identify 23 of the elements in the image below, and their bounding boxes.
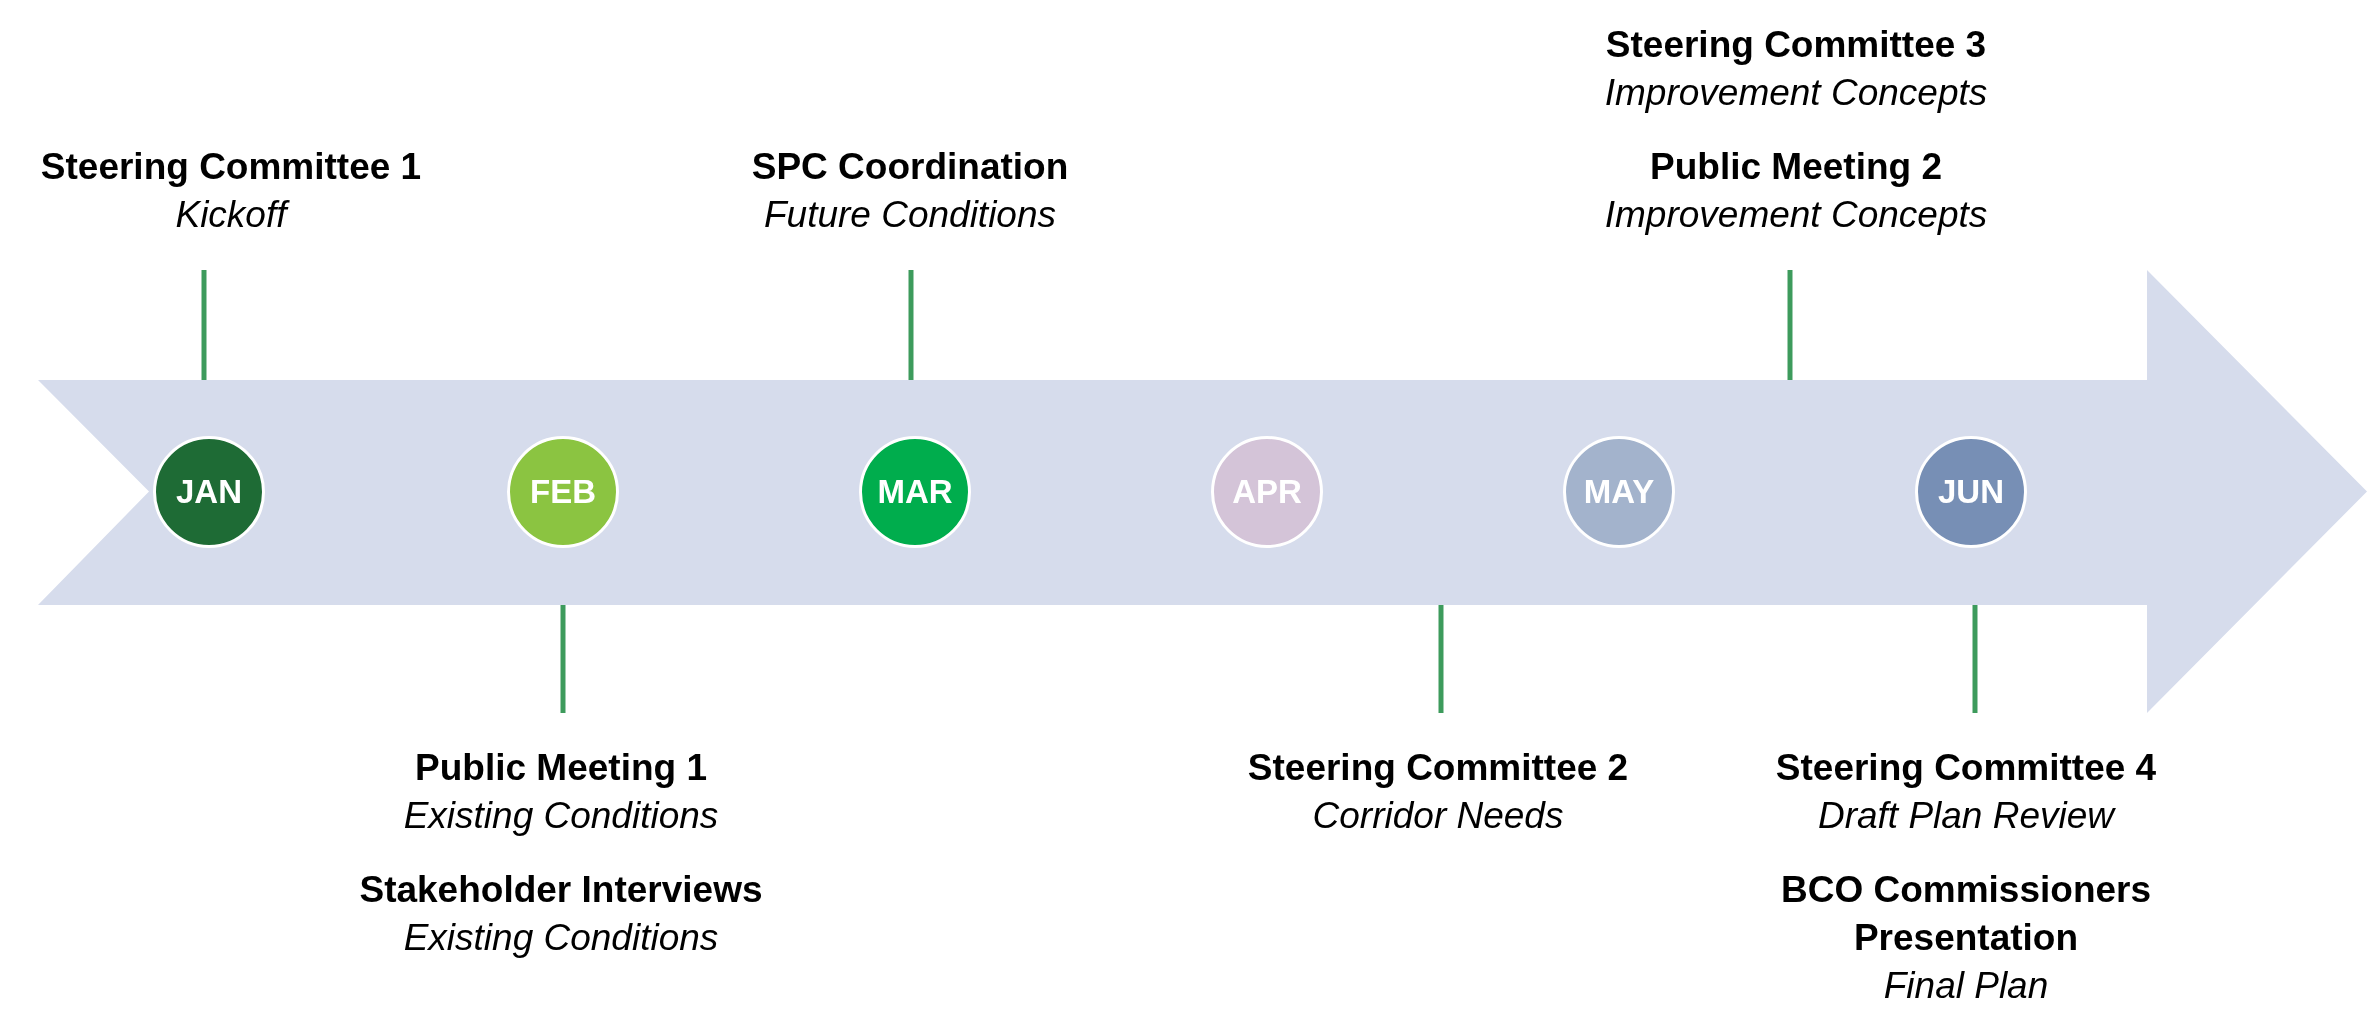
connector-line (1972, 605, 1978, 713)
event-title: Steering Committee 4 (1775, 746, 2157, 790)
connector-line (908, 270, 914, 380)
event-subtitle: Corridor Needs (1312, 794, 1564, 838)
event-title: SPC Coordination (751, 145, 1069, 189)
event-subtitle: Existing Conditions (403, 794, 719, 838)
event-title: Steering Committee 3 (1605, 23, 1987, 67)
event-title: Public Meeting 2 (1650, 145, 1942, 189)
event-subtitle: Improvement Concepts (1604, 193, 1988, 237)
event-subtitle: Future Conditions (763, 193, 1056, 237)
connector-line (560, 605, 566, 713)
event-subtitle: Final Plan (1883, 964, 2049, 1008)
event-subtitle: Draft Plan Review (1817, 794, 2115, 838)
event-subtitle: Improvement Concepts (1604, 71, 1988, 115)
event-title: Public Meeting 1 (415, 746, 707, 790)
event-title: Steering Committee 1 (40, 145, 422, 189)
connector-line (1438, 605, 1444, 713)
event-title: Stakeholder Interviews (359, 868, 763, 912)
event-title: Steering Committee 2 (1247, 746, 1629, 790)
event-title: BCO Commissioners Presentation (1779, 868, 2153, 960)
connector-line (1787, 270, 1793, 380)
connector-line (201, 270, 207, 380)
event-subtitle: Existing Conditions (403, 916, 719, 960)
